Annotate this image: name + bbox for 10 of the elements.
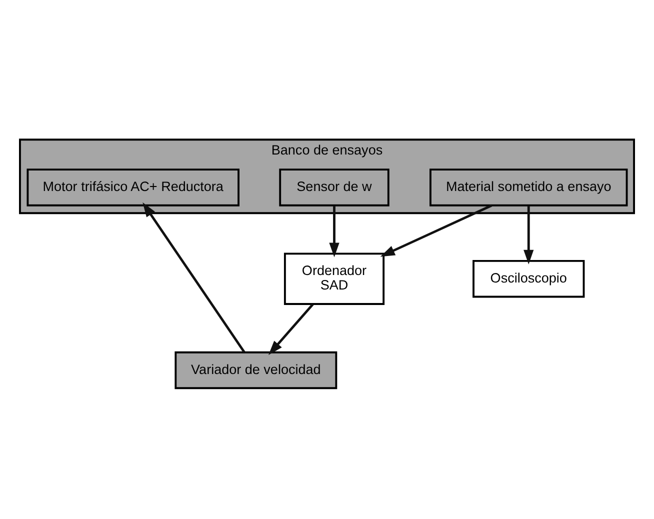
node-box: Sensor de w	[279, 168, 390, 206]
arrow	[524, 205, 534, 264]
node-box: Variador de velocidad	[174, 350, 338, 389]
node-box: Material sometido a ensayo	[430, 168, 628, 206]
node-box: Motor trifásico AC+ Reductora	[26, 168, 240, 206]
arrow	[329, 205, 340, 257]
node-box: Ordenador SAD	[284, 252, 385, 304]
node-box: Osciloscopio	[472, 260, 585, 298]
arrow	[142, 202, 246, 352]
arrow	[268, 302, 314, 354]
